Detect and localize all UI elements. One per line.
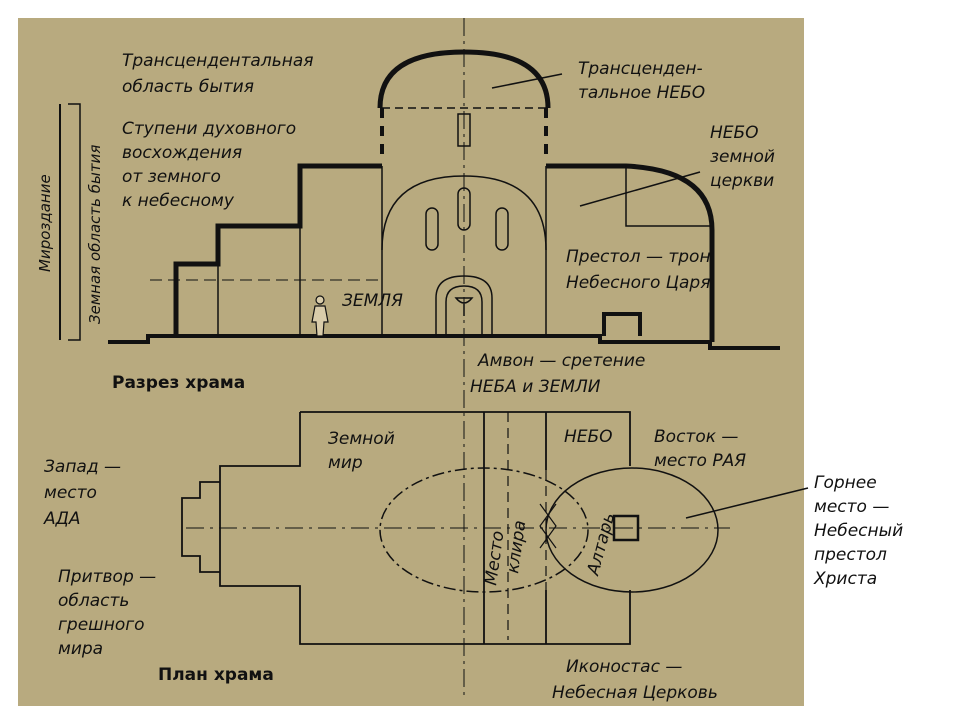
label-transcendental-area-2: область бытия [122,77,254,97]
label-transcendental-sky-2: тальное НЕБО [578,83,705,103]
plan-dashed-lines [507,412,547,640]
label-high-place-1: Горнее [814,473,877,493]
label-earthly-world-2: мир [328,453,363,473]
label-earthly-world-1: Земной [328,429,395,449]
pointer-high-place [685,487,809,519]
pointer-church-sky [579,171,701,207]
steps-profile [173,163,382,336]
diagram-background [18,18,804,706]
bracket-inner [68,103,81,341]
vertical-label-earthly: Земная область бытия [86,145,104,324]
inner-walls [217,166,547,336]
vertical-label-mirozdanie: Мироздание [36,174,54,272]
label-transcendental-area-1: Трансцендентальная [122,51,314,71]
label-transcendental-sky-1: Трансценден- [578,59,703,79]
section-drawing [59,18,780,700]
label-narthex-1: Притвор — [58,567,156,587]
label-iconostasis-1: Иконостас — [566,657,682,677]
person-figure [311,295,329,337]
ground-line [108,334,780,350]
window-left [425,207,439,251]
label-high-place-5: Христа [813,569,877,589]
label-west-3: АДА [43,509,81,529]
oval-altar [545,467,719,593]
label-plan-sky: НЕБО [564,427,613,447]
section-title: Разрез храма [112,373,245,393]
label-west-2: место [44,483,97,503]
label-narthex-4: мира [58,639,103,659]
label-west-1: Запад — [44,457,121,477]
label-steps-3: от земного [122,167,221,187]
label-earth: ЗЕМЛЯ [342,291,403,311]
label-ambo-2: НЕБА и ЗЕМЛИ [470,377,601,397]
plan-outer-walls [219,411,631,645]
plan-drawing [181,411,809,645]
label-iconostasis-2: Небесная Церковь [552,683,718,703]
narthex-steps [181,481,220,573]
label-high-place-2: место — [814,497,889,517]
plan-title: План храма [158,665,274,685]
label-ambo-1: Амвон — сретение [477,351,645,371]
label-steps-2: восхождения [122,143,242,163]
label-narthex-2: область [58,591,129,611]
window-right [495,207,509,251]
apse-wall [625,166,712,227]
royal-doors-inner [445,285,483,336]
oval-choir [379,467,589,593]
label-throne-2: Небесного Царя [566,273,710,293]
label-high-place-4: престол [814,545,887,565]
label-east-1: Восток — [654,427,738,447]
label-church-sky-1: НЕБО [710,123,759,143]
right-roof [546,163,715,342]
label-high-place-3: Небесный [814,521,903,541]
pointer-transcendental [491,73,563,89]
label-narthex-3: грешного [58,615,145,635]
drum-walls [380,108,548,162]
label-steps-1: Ступени духовного [122,119,296,139]
altar-table [612,514,640,542]
label-church-sky-2: земной [710,147,775,167]
label-steps-4: к небесному [122,191,235,211]
label-east-2: место РАЯ [654,451,746,471]
label-church-sky-3: церкви [710,171,774,191]
chalice-icon [454,297,474,316]
label-throne-1: Престол — трон [566,247,711,267]
throne-block [602,312,642,336]
crossing-mark [539,503,557,549]
